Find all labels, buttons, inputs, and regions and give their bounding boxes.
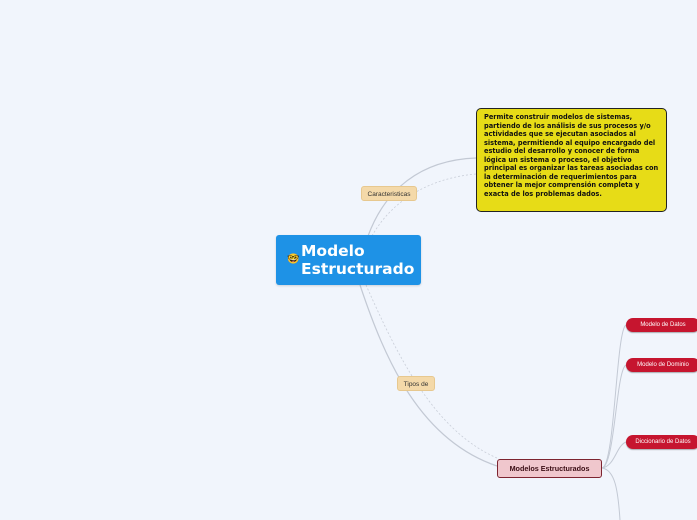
connector-central-to-callout xyxy=(367,157,477,237)
relationship-label-caracteristicas[interactable]: Caracteristicas xyxy=(361,186,417,201)
subtopic-modelos-estructurados[interactable]: Modelos Estructurados xyxy=(497,459,602,478)
connector-to-diccionario xyxy=(601,441,627,469)
connector-to-offscreen-child xyxy=(601,467,621,520)
central-topic[interactable]: 🤓 Modelo Estructurado xyxy=(276,235,421,285)
child-topic-diccionario-de-datos[interactable]: Diccionario de Datos xyxy=(626,435,697,449)
connector-to-modelo-dominio xyxy=(601,364,627,469)
nerd-face-icon: 🤓 xyxy=(287,254,300,265)
connector-central-to-subtopic xyxy=(359,284,498,467)
relationship-dashed-tipos xyxy=(365,284,498,459)
central-topic-title: Modelo Estructurado xyxy=(301,242,415,278)
relationship-dashed-caracteristicas xyxy=(371,173,477,237)
connector-to-modelo-datos xyxy=(601,324,627,469)
callout-description[interactable]: Permite construir modelos de sistemas, p… xyxy=(476,108,667,212)
relationship-label-tipos[interactable]: Tipos de xyxy=(397,376,435,391)
child-topic-modelo-de-datos[interactable]: Modelo de Datos xyxy=(626,318,697,332)
child-topic-modelo-de-dominio[interactable]: Modelo de Dominio xyxy=(626,358,697,372)
